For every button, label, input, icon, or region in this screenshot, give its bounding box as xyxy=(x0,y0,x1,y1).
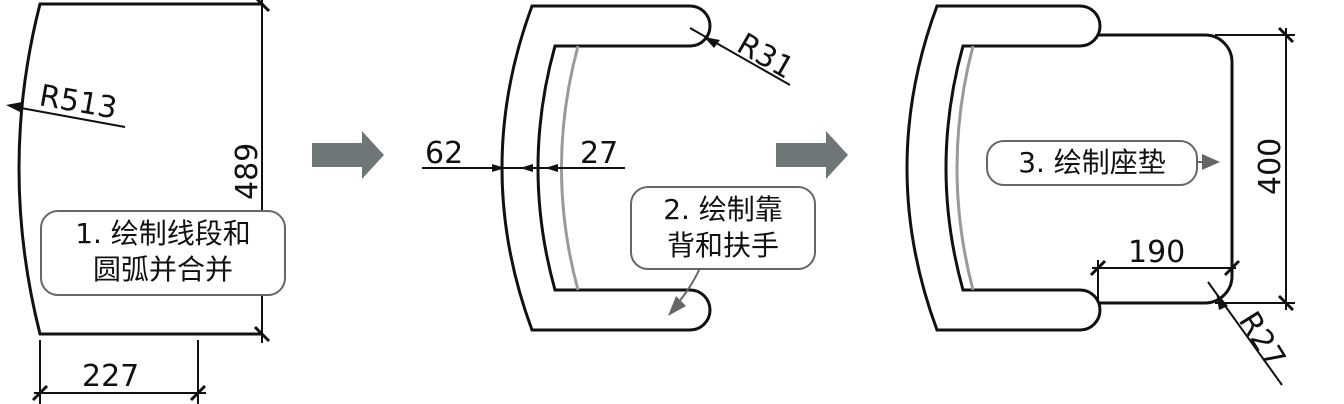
step2-dim-arrowhead-1 xyxy=(492,164,505,172)
step1-outline xyxy=(17,2,262,336)
step1-radius-label: R513 xyxy=(37,78,120,126)
step1-drawing xyxy=(6,0,271,404)
step1-radius-leader xyxy=(9,105,126,128)
step1-callout-line2: 圆弧并合并 xyxy=(92,253,233,287)
step3-drawing xyxy=(905,4,1295,386)
step2-right-dim-label: 27 xyxy=(580,136,618,171)
step3-callout-pointer-head xyxy=(1202,154,1220,170)
step3-height-tick-bottom xyxy=(1277,294,1295,312)
step1-width-label: 227 xyxy=(82,359,139,394)
step2-callout-line2: 背和扶手 xyxy=(666,229,779,263)
step1-callout-line1: 1. 绘制线段和 xyxy=(75,217,251,250)
step3-width-tick-left xyxy=(1089,259,1107,277)
step1-width-tick-right xyxy=(189,384,207,402)
step2-dim-arrowhead-2 xyxy=(520,164,533,172)
step3-seat-outline xyxy=(1098,33,1234,305)
step1-radius-arrowhead xyxy=(6,102,22,112)
step2-callout: 2. 绘制靠 背和扶手 xyxy=(630,186,816,270)
step1-height-tick-top xyxy=(255,0,271,13)
step1-height-tick-bottom xyxy=(253,325,271,343)
step3-height-tick-top xyxy=(1277,26,1295,44)
step2-radius-label: R31 xyxy=(731,27,800,87)
step1-height-label: 489 xyxy=(230,143,265,200)
step3-callout: 3. 绘制座垫 xyxy=(986,140,1198,186)
step3-callout-text: 3. 绘制座垫 xyxy=(1018,146,1166,179)
step2-radius-arrowhead xyxy=(704,37,720,48)
step3-height-label: 400 xyxy=(1253,138,1288,195)
flow-arrow-2 xyxy=(776,131,848,179)
step2-left-dim-label: 62 xyxy=(425,136,463,171)
step2-drawing xyxy=(422,4,791,332)
step2-callout-pointer-head xyxy=(668,296,686,316)
step3-outer-outline xyxy=(905,4,1102,332)
step3-radius-label: R27 xyxy=(1231,306,1292,375)
step2-radius-leader xyxy=(689,27,791,86)
step2-outer-outline xyxy=(500,4,712,332)
step2-dim-arrowhead-3 xyxy=(545,164,558,172)
step3-width-tick-right xyxy=(1223,259,1241,277)
flow-arrow-1 xyxy=(312,131,384,179)
step3-width-label: 190 xyxy=(1128,235,1185,270)
step3-inner-arc xyxy=(955,45,975,291)
step1-callout: 1. 绘制线段和 圆弧并合并 xyxy=(40,210,286,296)
step3-radius-arrowhead xyxy=(1216,292,1228,310)
step2-callout-line1: 2. 绘制靠 xyxy=(663,193,783,226)
step1-width-tick-left xyxy=(31,384,49,402)
